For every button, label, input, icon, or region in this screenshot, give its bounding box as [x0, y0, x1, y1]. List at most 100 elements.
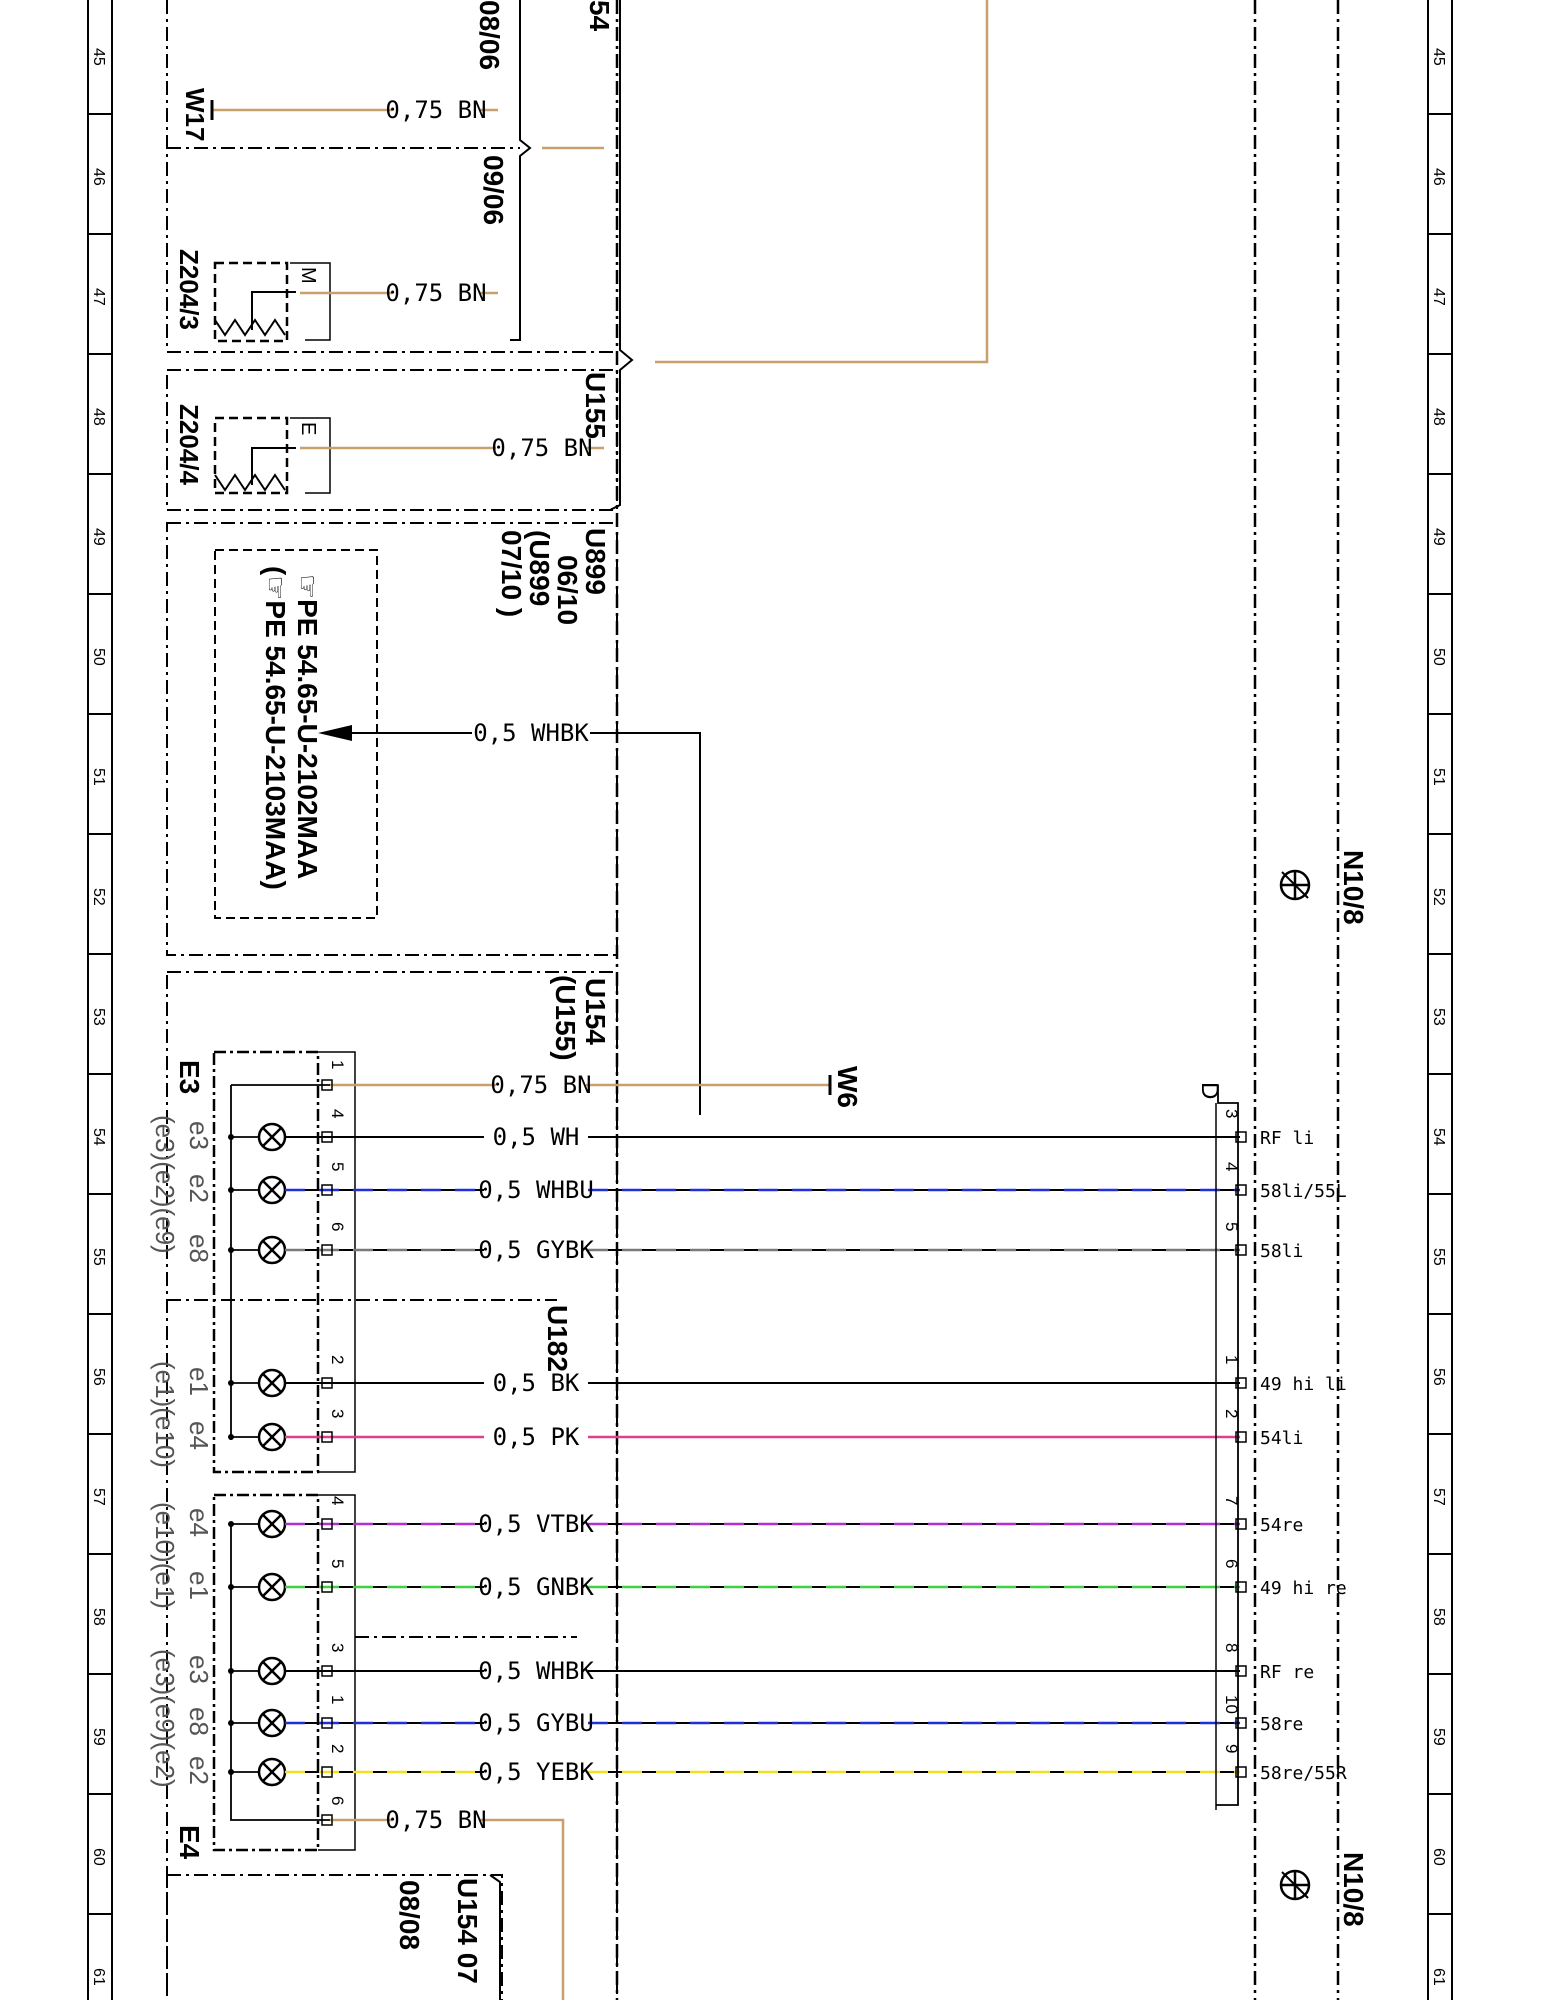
- junction-dot: [228, 1434, 234, 1440]
- wire-label: 0,5 VTBK: [478, 1510, 594, 1538]
- lamp-code-alternates: (e3)(e2)(e9): [150, 1115, 180, 1254]
- wire-label-z204-3: 0,75 BN: [385, 279, 486, 307]
- grid-row-number: 58: [1430, 1608, 1447, 1626]
- pin-terminal: [321, 1581, 333, 1593]
- lamp-cross: [262, 1514, 282, 1534]
- label-w6: W6: [832, 1066, 863, 1108]
- junction-dot: [228, 1668, 234, 1674]
- grid-row-number: 57: [1430, 1488, 1447, 1506]
- label-z204-3: Z204/3: [174, 249, 204, 330]
- lamp-cross: [262, 1762, 282, 1782]
- grid-row-number: 54: [90, 1128, 107, 1146]
- ground-symbol-top: [1279, 869, 1311, 901]
- n10-pin-number: 3: [1222, 1109, 1241, 1118]
- label-m: M: [297, 267, 319, 284]
- grid-row-number: 57: [90, 1488, 107, 1506]
- pin-terminal: [1235, 1244, 1247, 1256]
- grid-row-number: 51: [90, 768, 107, 786]
- lamp-code: e3: [184, 1655, 214, 1684]
- label-u899-3: (U899: [524, 530, 555, 606]
- n10-pin-function: 49 hi re: [1260, 1578, 1347, 1599]
- junction-dot: [228, 1584, 234, 1590]
- pin-terminal: [321, 1079, 333, 1091]
- n10-pin-number: 5: [1222, 1222, 1241, 1231]
- label-u899-4: 07/10 ): [496, 530, 527, 617]
- label-e: E: [297, 422, 319, 435]
- wire-label-w6: 0,75 BN: [490, 1071, 591, 1099]
- label-e3: E3: [174, 1060, 205, 1094]
- grid-row-number: 61: [90, 1968, 107, 1986]
- pin-terminal: [321, 1184, 333, 1196]
- lamp-code: e3: [184, 1121, 214, 1150]
- junction-dot: [228, 1187, 234, 1193]
- lamp-pin-number: 2: [328, 1355, 347, 1364]
- label-54-top: 54: [584, 0, 615, 32]
- n10-pin-number: 4: [1222, 1162, 1241, 1171]
- lamp-cross: [262, 1373, 282, 1393]
- lamp-code-alternates: (e1)(e10): [150, 1361, 180, 1468]
- pin-terminal: [321, 1131, 333, 1143]
- lamp-pin-number: 1: [328, 1060, 347, 1069]
- e3-connector: [318, 1051, 356, 1473]
- label-u899-2: 06/10: [552, 555, 583, 625]
- grid-row-number: 47: [90, 288, 107, 306]
- lamp-pin-number: 4: [328, 1109, 347, 1118]
- wire-label: 0,5 YEBK: [478, 1758, 594, 1786]
- lamp-code: e8: [184, 1707, 214, 1736]
- lamp-pin-number: 1: [328, 1695, 347, 1704]
- grid-row-number: 52: [90, 888, 107, 906]
- wire-label: 0,5 WHBK: [478, 1657, 594, 1685]
- e4-connector: [318, 1494, 356, 1851]
- grid-row-number: 50: [90, 648, 107, 666]
- lamp-cross: [262, 1427, 282, 1447]
- n10-pin-function: 58re: [1260, 1714, 1303, 1735]
- wire-label: 0,5 WH: [493, 1123, 580, 1151]
- pin-terminal: [1235, 1665, 1247, 1677]
- reference-line-2: (☞PE 54.65-U-2103MAA): [260, 566, 291, 890]
- lamp-cross: [262, 1661, 282, 1681]
- lamp-pin-number: 6: [328, 1222, 347, 1231]
- brown-bus-wire: [655, 0, 989, 364]
- left-grid-ruler: [87, 0, 113, 2000]
- wire-label: 0,5 GYBU: [478, 1709, 594, 1737]
- lamp-code: e4: [184, 1421, 214, 1450]
- e3-lamp-unit: [212, 1050, 320, 1474]
- e4-lamp-unit: [212, 1493, 320, 1852]
- brace-top: [510, 0, 532, 341]
- grid-row-number: 48: [90, 408, 107, 426]
- lamp-pin-number: 6: [328, 1796, 347, 1805]
- wire-label: 0,5 GNBK: [478, 1573, 594, 1601]
- pin-terminal: [321, 1665, 333, 1677]
- label-d: D: [1196, 1082, 1223, 1099]
- pin-terminal: [1235, 1377, 1247, 1389]
- e4-ground-bus: [230, 1525, 330, 1821]
- lamp-code: e1: [184, 1367, 214, 1396]
- n10-pin-function: 58re/55R: [1260, 1763, 1347, 1784]
- grid-row-number: 52: [1430, 888, 1447, 906]
- wire-label-z204-4: 0,75 BN: [491, 434, 592, 462]
- n10-connector-d: [1216, 1085, 1239, 1806]
- grid-row-number: 60: [90, 1848, 107, 1866]
- grid-row-number: 58: [90, 1608, 107, 1626]
- lamp-code: e8: [184, 1234, 214, 1263]
- junction-dot: [228, 1720, 234, 1726]
- lamp-pin-number: 5: [328, 1162, 347, 1171]
- label-z204-4: Z204/4: [174, 404, 204, 485]
- u154-box: [166, 971, 618, 2000]
- n10-pin-number: 2: [1222, 1409, 1241, 1418]
- grid-row-number: 56: [90, 1368, 107, 1386]
- wire-label: 0,5 GYBK: [478, 1236, 594, 1264]
- label-u154: U154: [580, 978, 611, 1045]
- arrow-head-ref: [318, 725, 352, 741]
- pin-terminal: [1235, 1431, 1247, 1443]
- lamp-cross: [262, 1127, 282, 1147]
- grid-row-number: 50: [1430, 648, 1447, 666]
- junction-dot: [228, 1247, 234, 1253]
- pin-terminal: [1235, 1766, 1247, 1778]
- pin-terminal: [321, 1766, 333, 1778]
- grid-row-number: 45: [1430, 48, 1447, 66]
- grid-row-number: 53: [1430, 1008, 1447, 1026]
- brace-bottom: [489, 1874, 501, 2000]
- wire-label: 0,5 WHBU: [478, 1176, 594, 1204]
- grid-row-number: 55: [90, 1248, 107, 1266]
